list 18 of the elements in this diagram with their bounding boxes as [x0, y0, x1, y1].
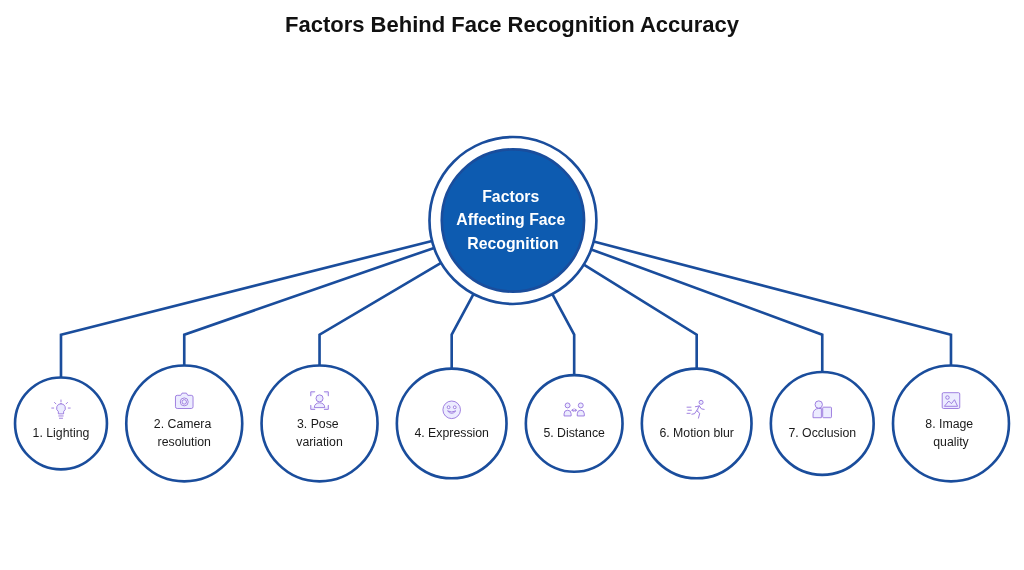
connector [318, 261, 442, 366]
node-circle: 2. Camera resolution [124, 363, 244, 483]
node-circle: 3. Pose variation [260, 363, 379, 483]
connector [593, 240, 953, 366]
connector [59, 239, 433, 378]
node-circle: 6. Motion blur [640, 367, 753, 480]
node-circle: 4. Expression [395, 367, 508, 480]
connector [450, 293, 475, 369]
connector [590, 247, 824, 372]
diagram-title: Factors Behind Face Recognition Accuracy [284, 11, 740, 39]
connector [583, 263, 698, 369]
node-circle: 8. Image quality [891, 363, 1011, 483]
node-circle: 5. Distance [524, 373, 624, 473]
node-circle: 7. Occlusion [769, 370, 875, 476]
connector [182, 246, 435, 366]
connector [551, 293, 576, 375]
node-circle: 1. Lighting [13, 375, 109, 471]
node-circle: Factors Affecting Face Recognition [428, 135, 598, 306]
